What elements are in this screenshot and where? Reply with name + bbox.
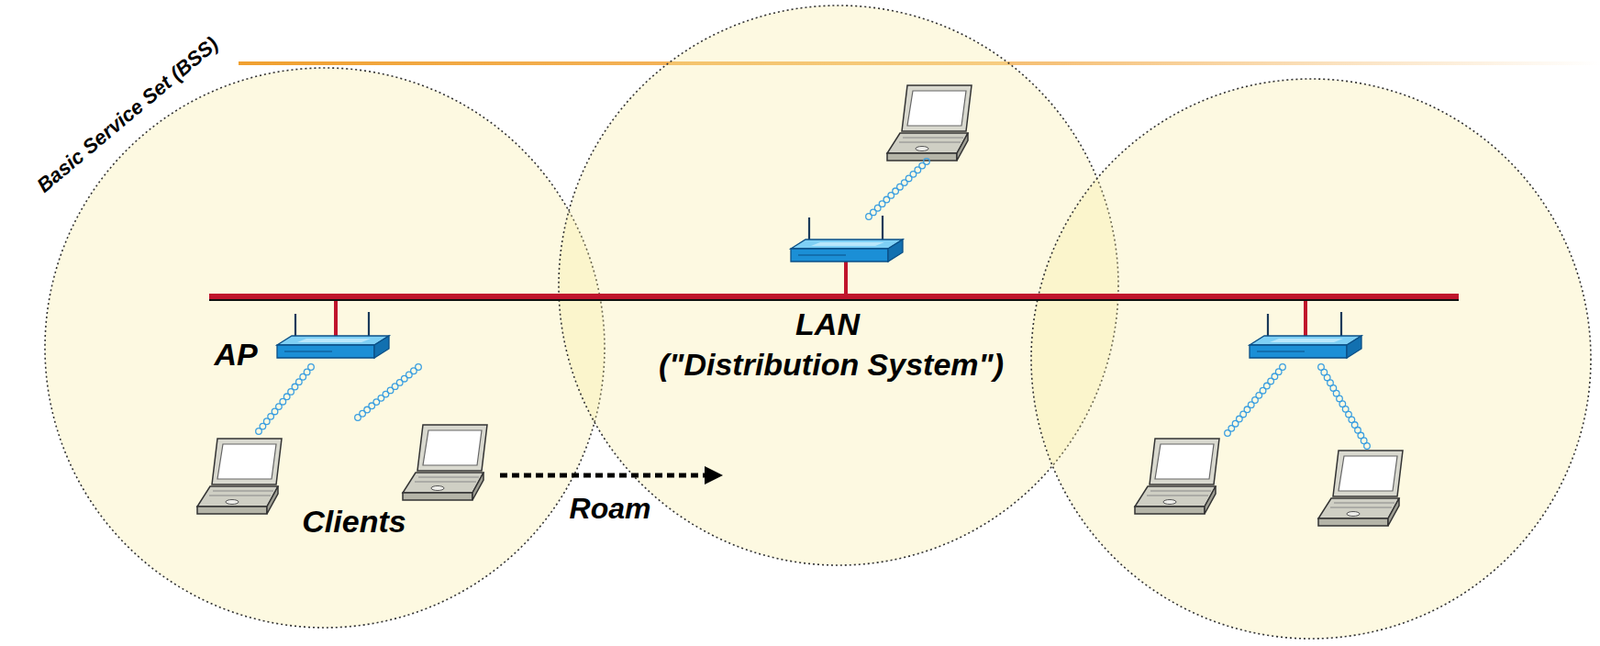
- radio-ring: [355, 414, 362, 422]
- laptop-icon: [402, 424, 488, 500]
- access-points: [277, 215, 1362, 358]
- roam-label: Roam: [569, 491, 652, 526]
- radio-ring: [1224, 430, 1232, 437]
- bss-label: Basic Service Set (BSS): [32, 32, 223, 198]
- clients-label: Clients: [301, 503, 406, 540]
- radio-ring: [255, 428, 263, 435]
- radio-ring: [923, 158, 931, 166]
- roam-path: [500, 473, 705, 478]
- arrow-head: [704, 466, 723, 485]
- bss-cell: [558, 5, 1119, 566]
- bss-cell: [44, 67, 605, 628]
- laptop-icon: [1318, 450, 1403, 526]
- laptop-icon: [1134, 438, 1220, 514]
- lan-cable: [209, 293, 1459, 300]
- ap-label: AP: [213, 336, 257, 373]
- access-point-icon: [790, 215, 903, 262]
- lan-cable-shadow: [209, 299, 1459, 301]
- distribution-system-label: ("Distribution System"): [658, 346, 1004, 383]
- laptop-icon: [887, 85, 972, 161]
- laptop-icon: [197, 438, 282, 514]
- ap-drop-line: [1303, 297, 1308, 342]
- access-point-icon: [277, 311, 389, 358]
- coverage-cells: [44, 5, 1591, 639]
- radio-links: [255, 158, 1371, 450]
- laptops: [197, 85, 1403, 526]
- access-point-icon: [1249, 311, 1362, 358]
- bss-cell: [1031, 78, 1591, 639]
- radio-ring: [1364, 443, 1371, 450]
- roam-arrow: [500, 466, 723, 485]
- lan-label: LAN: [795, 306, 860, 343]
- ap-drop-line: [844, 258, 848, 300]
- ap-drop-line: [333, 297, 338, 342]
